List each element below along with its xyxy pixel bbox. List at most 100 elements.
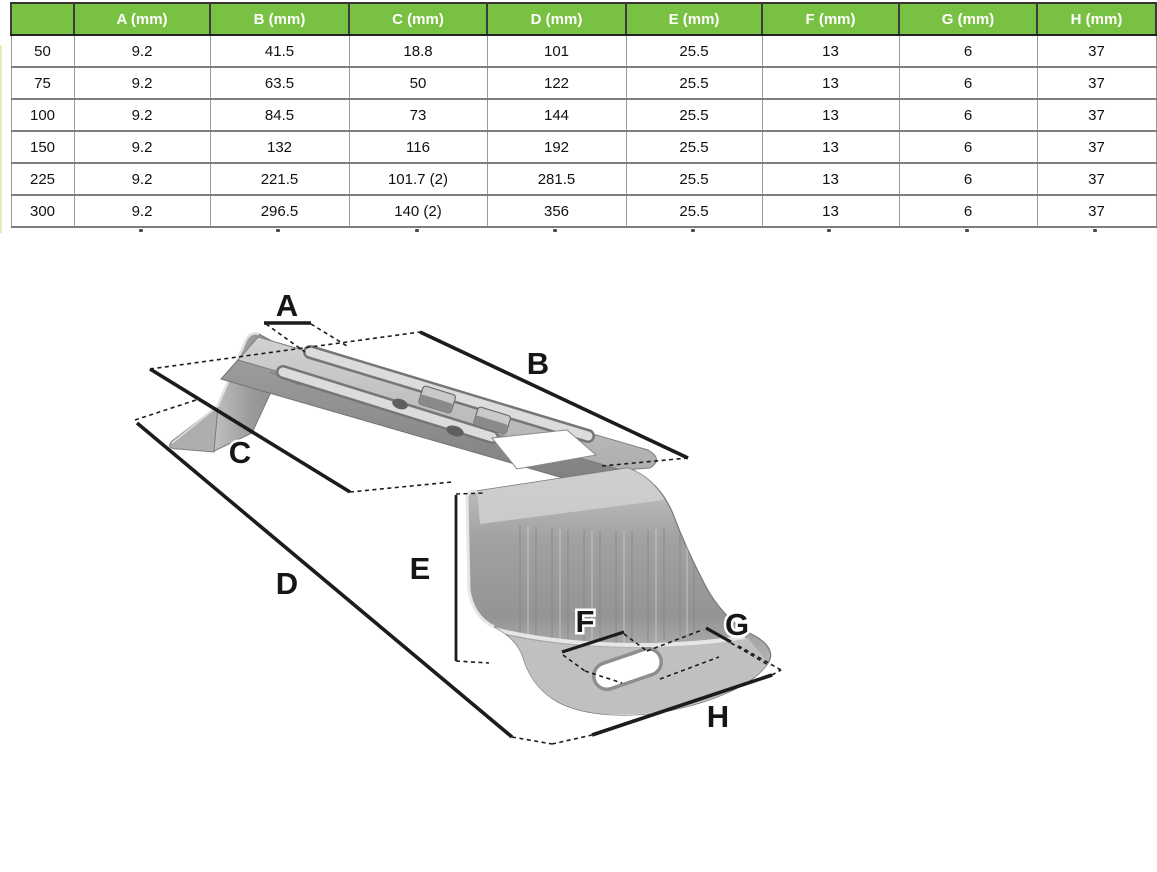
- column-header-a: A (mm): [74, 2, 211, 36]
- page-edge-strip: [0, 45, 2, 233]
- dimension-value: 356: [487, 195, 627, 228]
- row-size-value: 300: [10, 195, 75, 228]
- column-header-f: F (mm): [762, 2, 900, 36]
- cropped-row-mark: [827, 229, 831, 232]
- dimensions-table-container: A (mm)B (mm)C (mm)D (mm)E (mm)F (mm)G (m…: [10, 2, 1157, 228]
- column-header-c: C (mm): [349, 2, 488, 36]
- dimension-value: 84.5: [210, 99, 350, 132]
- dim-line-g: [705, 626, 732, 644]
- foot-slot: [592, 647, 663, 691]
- dimension-value: 221.5: [210, 163, 350, 196]
- dimension-value: 116: [349, 131, 488, 164]
- dimension-value: 6: [899, 195, 1038, 228]
- dim-label-a: A: [276, 288, 298, 323]
- dimension-value: 6: [899, 131, 1038, 164]
- dimension-value: 9.2: [74, 195, 211, 228]
- dimension-value: 25.5: [626, 131, 763, 164]
- dim-label-h: H: [707, 699, 729, 734]
- cropped-row-mark: [415, 229, 419, 232]
- dim-line-d: [135, 421, 514, 739]
- dimensions-table: A (mm)B (mm)C (mm)D (mm)E (mm)F (mm)G (m…: [10, 2, 1157, 228]
- row-size-value: 75: [10, 67, 75, 100]
- dimension-value: 9.2: [74, 163, 211, 196]
- dimension-value: 13: [762, 67, 900, 100]
- dimension-value: 73: [349, 99, 488, 132]
- rail-clamp-fittings: [392, 385, 512, 437]
- dimensions-table-head-row: A (mm)B (mm)C (mm)D (mm)E (mm)F (mm)G (m…: [10, 2, 1157, 36]
- rail-cutout: [491, 429, 598, 470]
- dimension-value: 144: [487, 99, 627, 132]
- dimension-value: 18.8: [349, 35, 488, 68]
- dim-label-b: B: [527, 346, 549, 381]
- dimension-value: 41.5: [210, 35, 350, 68]
- dimension-value: 25.5: [626, 195, 763, 228]
- dimension-value: 13: [762, 35, 900, 68]
- dimension-value: 37: [1037, 67, 1157, 100]
- rail-slot-near: [278, 367, 497, 442]
- dimension-value: 6: [899, 35, 1038, 68]
- dim-line-f: [561, 630, 625, 654]
- cropped-row-mark: [1093, 229, 1097, 232]
- dimension-value: 296.5: [210, 195, 350, 228]
- cropped-row-mark: [691, 229, 695, 232]
- row-size-value: 225: [10, 163, 75, 196]
- dimension-value: 192: [487, 131, 627, 164]
- dimension-value: 13: [762, 163, 900, 196]
- dim-label-f: F: [576, 604, 595, 639]
- cropped-row-mark: [553, 229, 557, 232]
- dim-label-d: D: [276, 566, 298, 601]
- dim-label-c: C: [229, 435, 251, 470]
- dimension-value: 37: [1037, 163, 1157, 196]
- dimension-value: 101.7 (2): [349, 163, 488, 196]
- dimension-labels: A B C D E F G H: [226, 286, 751, 737]
- dimension-value: 9.2: [74, 99, 211, 132]
- dim-line-c: [149, 367, 351, 494]
- dimension-value: 140 (2): [349, 195, 488, 228]
- cropped-row-mark: [276, 229, 280, 232]
- size-column-header: [10, 2, 75, 36]
- dimension-value: 13: [762, 131, 900, 164]
- dimension-value: 63.5: [210, 67, 350, 100]
- row-size-value: 100: [10, 99, 75, 132]
- dimension-value: 132: [210, 131, 350, 164]
- row-size-value: 150: [10, 131, 75, 164]
- dimension-value: 25.5: [626, 35, 763, 68]
- dimension-value: 101: [487, 35, 627, 68]
- dimension-value: 25.5: [626, 163, 763, 196]
- column-header-g: G (mm): [899, 2, 1038, 36]
- dimension-value: 25.5: [626, 99, 763, 132]
- dimension-value: 37: [1037, 131, 1157, 164]
- dimension-value: 37: [1037, 195, 1157, 228]
- column-header-e: E (mm): [626, 2, 763, 36]
- dimension-value: 9.2: [74, 131, 211, 164]
- column-header-d: D (mm): [487, 2, 627, 36]
- dimension-value: 37: [1037, 35, 1157, 68]
- dim-label-e: E: [410, 551, 431, 586]
- column-header-h: H (mm): [1037, 2, 1157, 36]
- dimension-value: 9.2: [74, 67, 211, 100]
- dimension-value: 25.5: [626, 67, 763, 100]
- dimension-value: 6: [899, 99, 1038, 132]
- dimension-value: 13: [762, 195, 900, 228]
- construction-dashes: [134, 323, 782, 745]
- dimension-lines: [134, 321, 782, 745]
- bracket-photo: [169, 332, 772, 716]
- dimension-value: 6: [899, 67, 1038, 100]
- cropped-row-mark: [965, 229, 969, 232]
- dimension-value: 6: [899, 163, 1038, 196]
- dimension-value: 9.2: [74, 35, 211, 68]
- column-header-b: B (mm): [210, 2, 350, 36]
- cropped-row-mark: [139, 229, 143, 232]
- dimension-value: 50: [349, 67, 488, 100]
- dimension-value: 13: [762, 99, 900, 132]
- row-size-value: 50: [10, 35, 75, 68]
- dim-line-h: [591, 673, 773, 737]
